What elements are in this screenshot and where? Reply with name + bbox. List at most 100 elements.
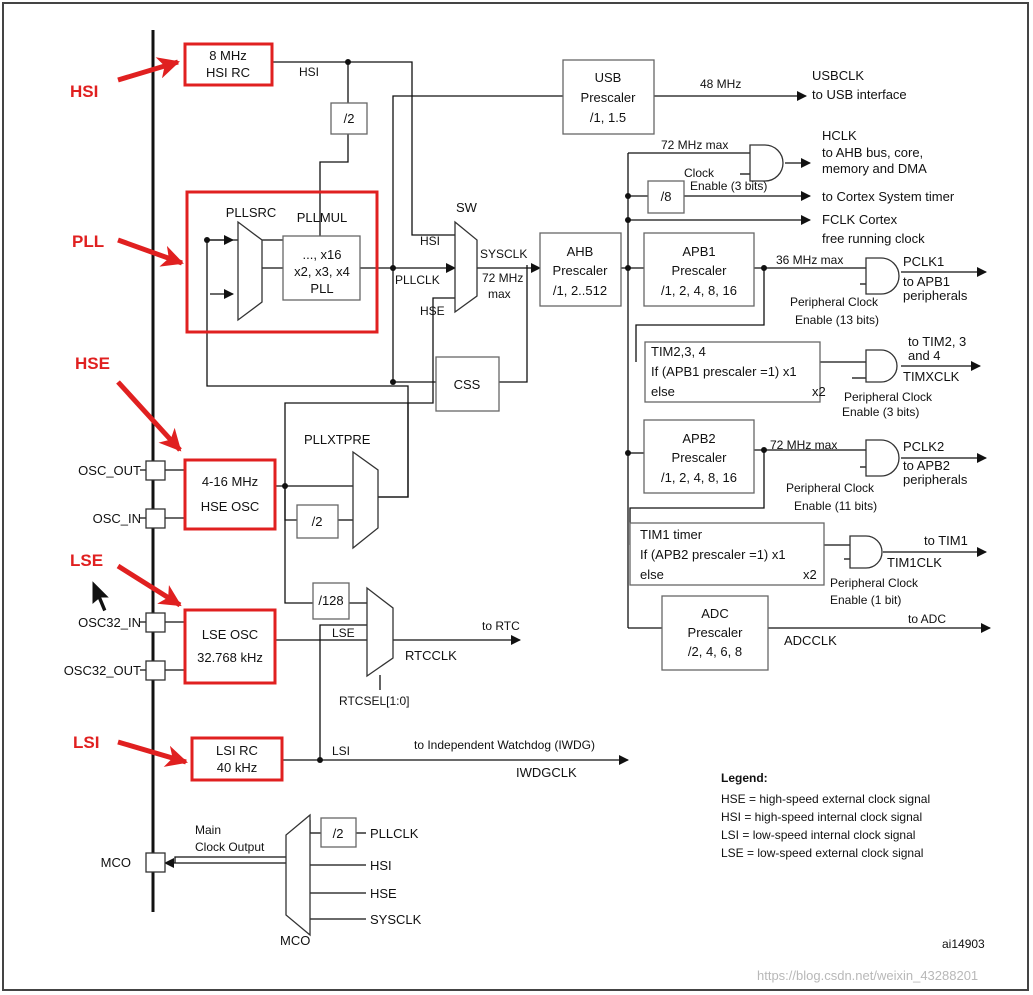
lse-osc-block (183, 608, 277, 685)
osc-in-label: OSC_IN (93, 511, 141, 526)
osc32-in-label: OSC32_IN (78, 615, 141, 630)
sw-mux (454, 220, 478, 314)
fclk-line2: free running clock (822, 231, 925, 246)
tim234-line2: If (APB1 prescaler =1) x1 (651, 364, 797, 379)
hse-osc-line2: HSE OSC (201, 499, 260, 514)
pce3-line1: Peripheral Clock (844, 390, 933, 404)
osc32-out-pin (145, 660, 166, 681)
sw-hsi-label: HSI (420, 234, 440, 248)
pll-side-label: PLL (72, 232, 104, 251)
hsi-rc-line2: HSI RC (206, 65, 250, 80)
mco-title-1: Main (195, 823, 221, 837)
sw-hse-label: HSE (420, 304, 445, 318)
hclk-to-2: memory and DMA (822, 161, 927, 176)
pin-labels: OSC_OUT OSC_IN OSC32_IN OSC32_OUT MCO (64, 463, 141, 870)
pclk2-and-gate (865, 439, 900, 477)
pce11-line2: Enable (11 bits) (794, 499, 877, 513)
hse-callout-arrow (116, 380, 182, 452)
ahb-prescaler-block (539, 232, 622, 307)
tim-box-labels: TIM2,3, 4 If (APB1 prescaler =1) x1 else… (640, 344, 826, 582)
css-label: CSS (454, 377, 481, 392)
lsi-rc-block (190, 736, 284, 782)
usb-line1: USB (595, 70, 622, 85)
pce1-line2: Enable (1 bit) (830, 593, 901, 607)
apb2-prescaler-block (643, 419, 755, 494)
iwdg-to-label: to Independent Watchdog (IWDG) (414, 738, 595, 752)
pclk2-to-1: to APB2 (903, 458, 950, 473)
legend-item-hse: HSE = high-speed external clock signal (721, 792, 930, 806)
tim1-line2: If (APB2 prescaler =1) x1 (640, 547, 786, 562)
watermark-text: https://blog.csdn.net/weixin_43288201 (757, 968, 978, 983)
hse-side-label: HSE (75, 354, 110, 373)
apb1-line1: APB1 (682, 244, 715, 259)
lsi-side-label: LSI (73, 733, 99, 752)
mco-mux (285, 813, 311, 937)
lse-osc-line2: 32.768 kHz (197, 650, 263, 665)
lsi-rc-line1: LSI RC (216, 743, 258, 758)
css-block (435, 356, 500, 412)
legend-item-lsi: LSI = low-speed internal clock signal (721, 828, 915, 842)
lsi-signal-label: LSI (332, 744, 350, 758)
adc-prescaler-block (661, 595, 769, 671)
iwdgclk-label: IWDGCLK (516, 765, 577, 780)
clock-enable-2: Enable (3 bits) (690, 179, 767, 193)
osc-out-label: OSC_OUT (78, 463, 141, 478)
ahb-line3: /1, 2..512 (553, 283, 607, 298)
rtcclk-label: RTCCLK (405, 648, 457, 663)
tim1-to-label: to TIM1 (924, 533, 968, 548)
usb-to-label: to USB interface (812, 87, 907, 102)
adc-line1: ADC (701, 606, 728, 621)
mouse-cursor-icon (91, 578, 112, 613)
adcclk-label: ADCCLK (784, 633, 837, 648)
legend-title: Legend: (721, 771, 768, 785)
hclk-max-label: 72 MHz max (661, 138, 728, 152)
lsi-callout-arrow (117, 739, 188, 767)
ahb-line1: AHB (567, 244, 594, 259)
mco-pin (145, 852, 166, 873)
tim234-to-1: to TIM2, 3 (908, 334, 966, 349)
apb2-line2: Prescaler (672, 450, 728, 465)
pclk1-to-1: to APB1 (903, 274, 950, 289)
pllmul-block (282, 235, 361, 301)
junction-dots (204, 59, 767, 763)
hse-osc-block (183, 458, 277, 531)
div2-mco-label: /2 (333, 826, 344, 841)
hse-osc-line1: 4-16 MHz (202, 474, 258, 489)
osc-out-pin (145, 460, 166, 481)
tim1clk-label: TIM1CLK (887, 555, 942, 570)
osc32-in-pin (145, 612, 166, 633)
lse-callout-arrow (116, 563, 182, 608)
pll-callout-arrow (117, 237, 184, 267)
usb-line3: /1, 1.5 (590, 110, 626, 125)
adc-to-label: to ADC (908, 612, 946, 626)
apb1-prescaler-block (643, 232, 755, 307)
tim1clk-and-gate (849, 535, 883, 569)
tim1-line4: x2 (803, 567, 817, 582)
mco-hsi-label: HSI (370, 858, 392, 873)
mco-select-label: MCO (280, 933, 310, 948)
pclk2-label: PCLK2 (903, 439, 944, 454)
hclk-to-1: to AHB bus, core, (822, 145, 923, 160)
apb2-line1: APB2 (682, 431, 715, 446)
pllsrc-mux (237, 220, 263, 322)
pclk1-to-2: peripherals (903, 288, 968, 303)
div2-top-label: /2 (344, 111, 355, 126)
fclk-line1: FCLK Cortex (822, 212, 898, 227)
lse-side-label: LSE (70, 551, 103, 570)
usb-freq-label: 48 MHz (700, 77, 741, 91)
pllsrc-label: PLLSRC (226, 205, 277, 220)
clock-enable-1: Clock (684, 166, 715, 180)
div128-label: /128 (318, 593, 343, 608)
apb1-line2: Prescaler (672, 263, 728, 278)
apb2-max-label: 72 MHz max (770, 438, 837, 452)
rtcsel-mux (366, 586, 394, 678)
hsi-signal-label: HSI (299, 65, 319, 79)
div2-mco-block (320, 817, 357, 848)
apb2-line3: /1, 2, 4, 8, 16 (661, 470, 737, 485)
lse-osc-line1: LSE OSC (202, 627, 258, 642)
pce3-line2: Enable (3 bits) (842, 405, 919, 419)
mco-sysclk-label: SYSCLK (370, 912, 422, 927)
hclk-and-gate (749, 144, 784, 182)
